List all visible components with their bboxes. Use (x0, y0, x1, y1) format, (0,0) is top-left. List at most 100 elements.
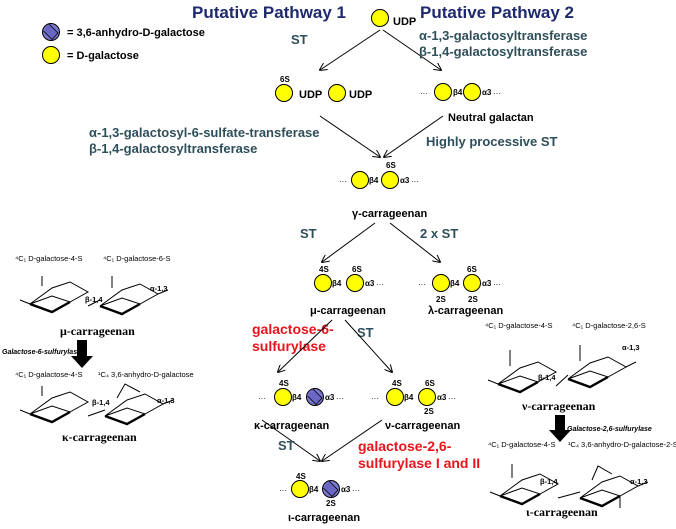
structure-label: ⁴C₁ D-galactose-4-S (15, 370, 82, 379)
iota-carrageenan-label: ι-carrageenan (288, 512, 360, 524)
beta-1-4-label: β-1,4 (538, 373, 556, 382)
anhydro-galactose-symbol-icon (42, 23, 60, 41)
arrow-to-gamma-1 (319, 115, 380, 157)
galactose-icon (328, 84, 346, 102)
pathway1-st: ST (291, 32, 308, 47)
pathway2-st: Highly processive ST (426, 134, 558, 149)
link-a3: α3 (325, 393, 335, 402)
structure-name: ν-carrageenan (521, 399, 596, 413)
structure-name: μ-carrageenan (60, 324, 135, 338)
link-b4: β4 (309, 485, 319, 494)
link-b4: β4 (369, 176, 379, 185)
sulfate-label: 2S (424, 407, 434, 416)
chain-dots: ··· (420, 89, 428, 98)
alpha-1-3-label: α-1,3 (630, 477, 648, 486)
chain-dots: ··· (258, 394, 266, 403)
arrow-to-lambda (389, 222, 440, 262)
sulfate-label: 4S (279, 379, 289, 388)
down-arrow-icon (71, 340, 93, 368)
pathway1-enzyme1: α-1,3-galactosyl-6-sulfate-transferase (89, 125, 320, 140)
structure-label: ⁴C₁ D-galactose-4-S (488, 440, 555, 449)
galactose-icon (275, 84, 293, 102)
chain-dots: ··· (279, 486, 287, 495)
udp-label: UDP (349, 89, 372, 101)
lambda-carrageenan-label: λ-carrageenan (428, 305, 503, 317)
alpha-1-3-label: α-1,3 (150, 284, 168, 293)
chain-dots: ··· (376, 280, 384, 289)
galactose-icon (463, 274, 481, 292)
sulfate-label: 4S (392, 379, 402, 388)
arrow-to-mu (322, 222, 376, 262)
galactose-icon (463, 83, 481, 101)
structure-label: ⁴C₁ D-galactose-6-S (103, 254, 170, 263)
galactose-6-sulfurylase-label: sulfurylase (252, 338, 326, 354)
structure-label: ⁴C₁ D-galactose-4-S (485, 321, 552, 330)
chain-dots: ··· (371, 394, 379, 403)
pathway2-title: Putative Pathway 2 (420, 3, 574, 22)
2xst-label: 2 x ST (420, 226, 458, 241)
galactose-2-6-sulfurylase-label: galactose-2,6- (358, 438, 452, 454)
legend-galactose-label: = D-galactose (67, 50, 139, 62)
link-b4: β4 (332, 279, 342, 288)
galactose-6-sulfurylase-label: galactose-6- (252, 321, 334, 337)
enzyme-label: Galactose-6-sulfurylase (2, 349, 81, 356)
arrow-to-nu (344, 319, 392, 372)
st-label: ST (278, 438, 295, 453)
nu-structure: ⁴C₁ D-galactose-4-S ⁴C₁ D-galactose-2,6-… (485, 321, 646, 413)
kappa-structure: ⁴C₁ D-galactose-4-S ¹C₄ 3,6-anhydro-D-ga… (15, 370, 194, 444)
beta-1-4-label: β-1,4 (92, 398, 110, 407)
galactose-icon (432, 274, 450, 292)
pathway2-enzyme2: β-1,4-galactosyltransferase (419, 44, 587, 59)
galactose-icon (386, 388, 404, 406)
sulfate-label: 6S (467, 265, 477, 274)
galactose-icon (418, 388, 436, 406)
beta-1-4-label: β-1,4 (85, 295, 103, 304)
link-b4: β4 (404, 393, 414, 402)
sulfate-label: 6S (425, 379, 435, 388)
structure-label: ⁴C₁ D-galactose-4-S (15, 254, 82, 263)
sulfate-label: 4S (296, 472, 306, 481)
down-arrow-icon (549, 415, 571, 442)
sulfate-label: 6S (386, 161, 396, 170)
legend-anhydro-label: = 3,6-anhydro-D-galactose (67, 27, 205, 39)
galactose-icon (274, 388, 292, 406)
st-label: ST (300, 226, 317, 241)
sulfate-label: 6S (352, 265, 362, 274)
udp-galactose-icon (371, 9, 389, 27)
sulfate-label: 2S (436, 295, 446, 304)
legend: = 3,6-anhydro-D-galactose = D-galactose (42, 23, 205, 64)
chain-dots: ··· (411, 177, 419, 186)
link-b4: β4 (450, 279, 460, 288)
structure-label: ⁴C₁ D-galactose-2,6-S (572, 321, 646, 330)
link-a3: α3 (341, 485, 351, 494)
alpha-1-3-label: α-1,3 (622, 343, 640, 352)
link-a3: α3 (482, 279, 492, 288)
sulfate-label: 2S (468, 295, 478, 304)
pathway1-title: Putative Pathway 1 (192, 3, 346, 22)
udp-label: UDP (299, 89, 322, 101)
chain-dots: ··· (493, 280, 501, 289)
galactose-icon (381, 171, 399, 189)
mu-structure: ⁴C₁ D-galactose-4-S ⁴C₁ D-galactose-6-S … (15, 254, 170, 338)
link-a3: α3 (437, 393, 447, 402)
arrow-to-gamma-2 (384, 115, 444, 157)
enzyme-label: Galactose-2,6-sulfurylase (567, 426, 652, 433)
structure-label: ¹C₄ 3,6-anhydro-D-galactose-2-S (568, 440, 676, 449)
galactose-icon (351, 171, 369, 189)
pathway2-enzyme1: α-1,3-galactosyltransferase (419, 28, 587, 43)
galactose-icon (314, 274, 332, 292)
link-a3: α3 (365, 279, 375, 288)
gamma-carrageenan-label: γ-carrageenan (352, 208, 427, 220)
chain-dots: ··· (336, 394, 344, 403)
galactose-icon (434, 83, 452, 101)
chain-dots: ··· (493, 89, 501, 98)
neutral-galactan-label: Neutral galactan (448, 112, 534, 124)
chain-dots: ··· (352, 486, 360, 495)
chain-dots: ··· (418, 280, 426, 289)
iota-structure: ⁴C₁ D-galactose-4-S ¹C₄ 3,6-anhydro-D-ga… (488, 440, 676, 519)
galactose-icon (346, 274, 364, 292)
arrow-to-kappa (278, 319, 333, 372)
galactose-icon (291, 480, 309, 498)
arrow-nu-to-iota (322, 419, 383, 461)
